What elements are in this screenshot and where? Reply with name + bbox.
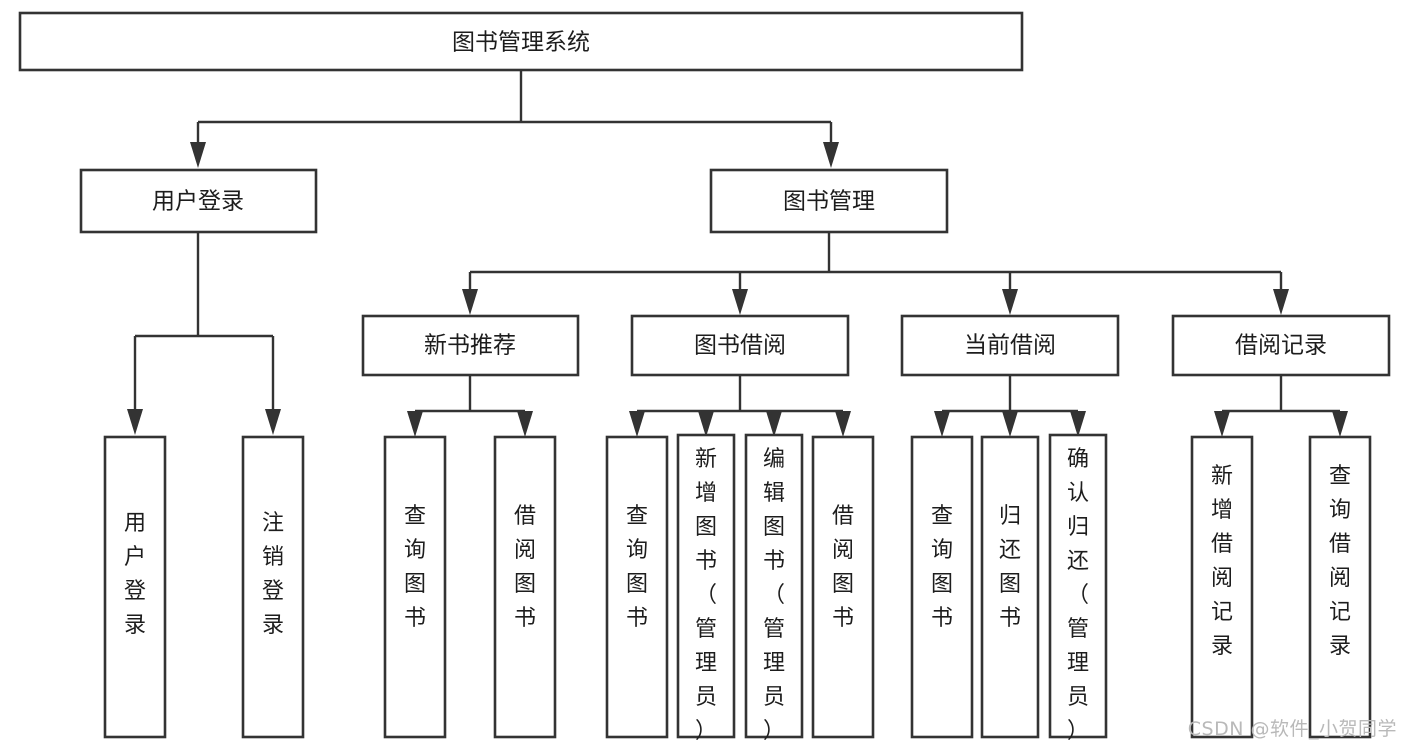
- node-current-borrow[interactable]: 当前借阅: [900, 314, 1120, 377]
- arrow-bb-leaf-3: [766, 411, 782, 437]
- node-leaf-add-borrow-record[interactable]: 新增借阅记录: [1190, 435, 1254, 739]
- leaf-user-login-box[interactable]: [103, 435, 167, 739]
- arrow-user-login-leaf-1: [127, 409, 143, 435]
- node-leaf-user-login[interactable]: 用户登录: [103, 435, 167, 739]
- leaf-query-book-3-label: 查询图书: [931, 504, 953, 631]
- leaf-query-borrow-record-box[interactable]: [1308, 435, 1372, 739]
- arrow-bb-leaf-2: [698, 411, 714, 437]
- leaf-confirm-return-admin-label: 确认归还（管理员）: [1067, 447, 1089, 744]
- node-user-login[interactable]: 用户登录: [79, 168, 318, 234]
- node-leaf-return-book[interactable]: 归还图书: [980, 435, 1040, 739]
- leaf-return-book-label: 归还图书: [999, 504, 1021, 631]
- node-new-book-recommend[interactable]: 新书推荐: [361, 314, 580, 377]
- node-leaf-borrow-book-1[interactable]: 借阅图书: [493, 435, 557, 739]
- root-label: 图书管理系统: [452, 30, 590, 56]
- book-borrow-label: 图书借阅: [694, 333, 786, 359]
- arrow-cb-leaf-1: [934, 411, 950, 437]
- leaf-query-book-2-box[interactable]: [605, 435, 669, 739]
- node-leaf-query-book-2[interactable]: 查询图书: [605, 435, 669, 739]
- user-login-label: 用户登录: [152, 189, 244, 215]
- current-borrow-label: 当前借阅: [964, 333, 1056, 359]
- arrow-nbr-leaf-1: [407, 411, 423, 437]
- book-management-label: 图书管理: [783, 189, 875, 215]
- leaf-logout-login-label: 注销登录: [262, 511, 284, 638]
- node-leaf-query-book-1[interactable]: 查询图书: [383, 435, 447, 739]
- arrow-bb-leaf-4: [835, 411, 851, 437]
- node-leaf-query-book-3[interactable]: 查询图书: [910, 435, 974, 739]
- leaf-borrow-book-2-label: 借阅图书: [832, 504, 854, 631]
- node-root[interactable]: 图书管理系统: [18, 11, 1024, 72]
- arrow-cb-leaf-3: [1070, 411, 1086, 437]
- node-leaf-borrow-book-2[interactable]: 借阅图书: [811, 435, 875, 739]
- root-box[interactable]: [18, 11, 1024, 72]
- node-leaf-edit-book-admin[interactable]: 编辑图书（管理员）: [744, 433, 804, 744]
- arrow-bm-to-current-borrow: [1002, 289, 1018, 315]
- leaf-query-book-1-label: 查询图书: [404, 504, 426, 631]
- node-book-management[interactable]: 图书管理: [709, 168, 949, 234]
- leaf-query-book-3-box[interactable]: [910, 435, 974, 739]
- new-book-recommend-box[interactable]: [361, 314, 580, 377]
- node-leaf-confirm-return-admin[interactable]: 确认归还（管理员）: [1048, 433, 1108, 744]
- node-leaf-add-book-admin[interactable]: 新增图书（管理员）: [676, 433, 736, 744]
- leaf-add-borrow-record-label: 新增借阅记录: [1211, 464, 1233, 659]
- leaf-add-book-admin-label: 新增图书（管理员）: [695, 447, 717, 744]
- leaf-confirm-return-admin-box[interactable]: [1048, 433, 1108, 739]
- arrow-nbr-leaf-2: [517, 411, 533, 437]
- arrow-br-leaf-1: [1214, 411, 1230, 437]
- leaf-borrow-book-2-box[interactable]: [811, 435, 875, 739]
- new-book-recommend-label: 新书推荐: [424, 333, 516, 359]
- leaf-query-book-1-box[interactable]: [383, 435, 447, 739]
- current-borrow-box[interactable]: [900, 314, 1120, 377]
- borrow-record-box[interactable]: [1171, 314, 1391, 377]
- arrow-bm-to-book-borrow: [732, 289, 748, 315]
- leaf-borrow-book-1-box[interactable]: [493, 435, 557, 739]
- book-borrow-box[interactable]: [630, 314, 850, 377]
- leaf-logout-login-box[interactable]: [241, 435, 305, 739]
- arrow-root-to-book-management: [823, 142, 839, 168]
- arrow-cb-leaf-2: [1002, 411, 1018, 437]
- leaf-borrow-book-1-label: 借阅图书: [514, 504, 536, 631]
- leaf-user-login-label: 用户登录: [124, 511, 146, 638]
- leaf-edit-book-admin-box[interactable]: [744, 433, 804, 739]
- node-leaf-logout-login[interactable]: 注销登录: [241, 435, 305, 739]
- arrow-user-login-leaf-2: [265, 409, 281, 435]
- borrow-record-label: 借阅记录: [1235, 333, 1327, 359]
- leaf-query-book-2-label: 查询图书: [626, 504, 648, 631]
- arrow-bm-to-new-book-recommend: [462, 289, 478, 315]
- arrow-bm-to-borrow-record: [1273, 289, 1289, 315]
- arrow-root-to-user-login: [190, 142, 206, 168]
- arrow-br-leaf-2: [1332, 411, 1348, 437]
- arrow-bb-leaf-1: [629, 411, 645, 437]
- leaf-add-borrow-record-box[interactable]: [1190, 435, 1254, 739]
- node-leaf-query-borrow-record[interactable]: 查询借阅记录: [1308, 435, 1372, 739]
- leaf-query-borrow-record-label: 查询借阅记录: [1329, 464, 1351, 659]
- leaf-return-book-box[interactable]: [980, 435, 1040, 739]
- book-management-box[interactable]: [709, 168, 949, 234]
- user-login-box[interactable]: [79, 168, 318, 234]
- leaf-edit-book-admin-label: 编辑图书（管理员）: [763, 447, 785, 744]
- node-borrow-record[interactable]: 借阅记录: [1171, 314, 1391, 377]
- leaf-add-book-admin-box[interactable]: [676, 433, 736, 739]
- node-book-borrow[interactable]: 图书借阅: [630, 314, 850, 377]
- edges-layer: [127, 70, 1348, 437]
